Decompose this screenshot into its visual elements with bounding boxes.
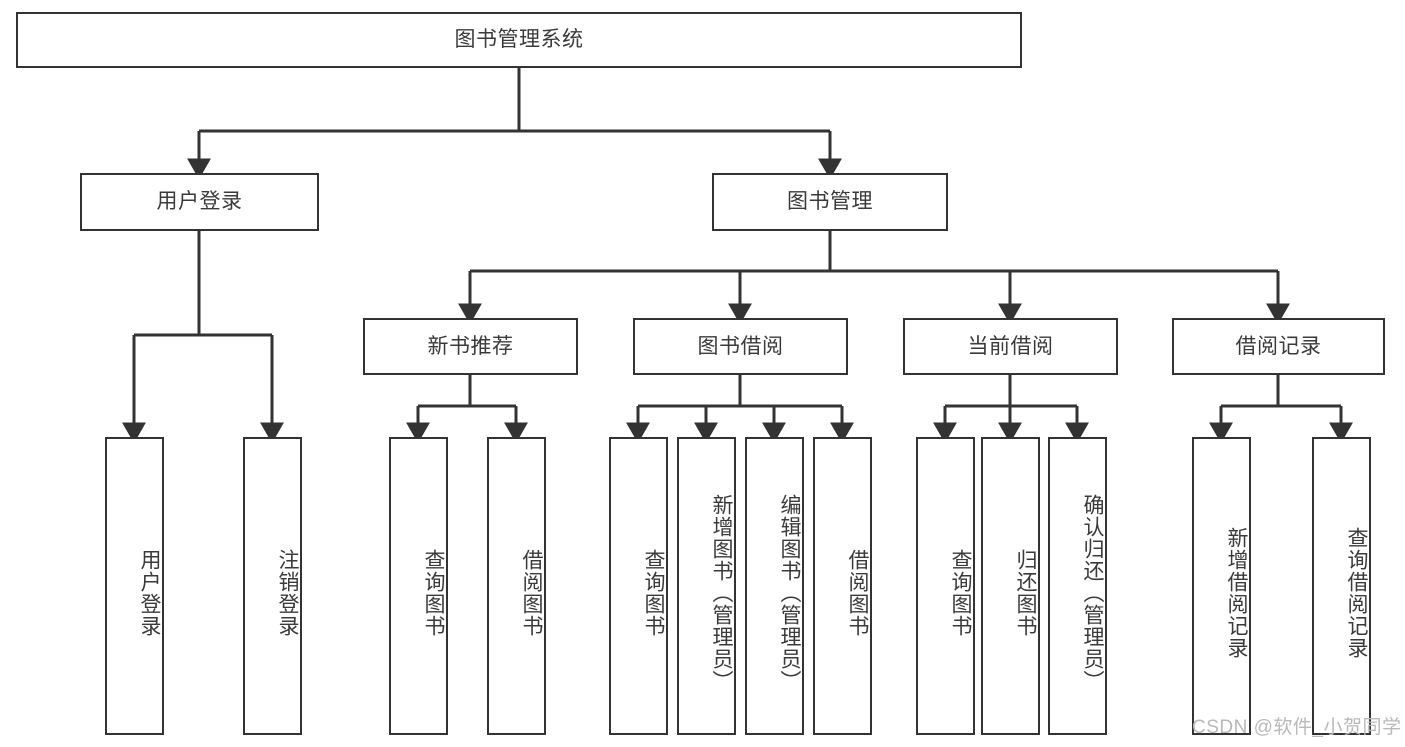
- leaf-query-book-current[interactable]: 查询图书: [916, 437, 975, 735]
- node-root[interactable]: 图书管理系统: [16, 12, 1022, 68]
- node-book-borrow-label: 图书借阅: [697, 334, 784, 358]
- leaf-query-book-borrow-label: 查询图书: [642, 549, 665, 637]
- leaf-query-book-current-label: 查询图书: [949, 549, 972, 637]
- leaf-return-book[interactable]: 归还图书: [981, 437, 1040, 735]
- leaf-query-book-rec-label: 查询图书: [422, 549, 445, 637]
- node-user-login[interactable]: 用户登录: [80, 173, 319, 231]
- leaf-edit-book[interactable]: 编辑图书（管理员）: [745, 437, 804, 735]
- leaf-borrow-book-rec-label: 借阅图书: [520, 549, 543, 637]
- node-root-label: 图书管理系统: [454, 28, 584, 52]
- node-book-borrow[interactable]: 图书借阅: [633, 318, 848, 375]
- node-user-login-label: 用户登录: [156, 190, 243, 214]
- leaf-borrow-book-rec[interactable]: 借阅图书: [487, 437, 546, 735]
- node-new-book-recommend[interactable]: 新书推荐: [363, 318, 578, 375]
- leaf-edit-book-label: 编辑图书（管理员）: [778, 494, 801, 692]
- leaf-logout-label: 注销登录: [276, 549, 299, 637]
- leaf-query-book-borrow[interactable]: 查询图书: [609, 437, 668, 735]
- node-current-borrow[interactable]: 当前借阅: [903, 318, 1118, 375]
- node-book-management[interactable]: 图书管理: [712, 173, 948, 231]
- leaf-add-book[interactable]: 新增图书（管理员）: [677, 437, 736, 735]
- leaf-confirm-return-label: 确认归还（管理员）: [1081, 494, 1104, 692]
- leaf-query-book-rec[interactable]: 查询图书: [389, 437, 448, 735]
- node-book-management-label: 图书管理: [787, 190, 873, 214]
- node-current-borrow-label: 当前借阅: [967, 334, 1054, 358]
- leaf-query-record[interactable]: 查询借阅记录: [1312, 437, 1371, 735]
- node-new-book-recommend-label: 新书推荐: [427, 334, 514, 358]
- leaf-user-login-label: 用户登录: [138, 549, 161, 637]
- csdn-watermark-text: CSDN @软件_小贺同学: [1192, 717, 1402, 738]
- leaf-user-login[interactable]: 用户登录: [105, 437, 164, 735]
- leaf-return-book-label: 归还图书: [1014, 549, 1037, 637]
- leaf-query-record-label: 查询借阅记录: [1345, 527, 1368, 659]
- leaf-borrow-book-label: 借阅图书: [846, 549, 869, 637]
- leaf-add-record[interactable]: 新增借阅记录: [1192, 437, 1251, 735]
- leaf-add-book-label: 新增图书（管理员）: [710, 494, 733, 692]
- node-borrow-record[interactable]: 借阅记录: [1172, 318, 1385, 375]
- leaf-confirm-return[interactable]: 确认归还（管理员）: [1048, 437, 1107, 735]
- leaf-borrow-book[interactable]: 借阅图书: [813, 437, 872, 735]
- node-borrow-record-label: 借阅记录: [1235, 334, 1322, 358]
- leaf-logout[interactable]: 注销登录: [243, 437, 302, 735]
- leaf-add-record-label: 新增借阅记录: [1225, 527, 1248, 659]
- csdn-watermark: CSDN @软件_小贺同学: [1192, 712, 1401, 739]
